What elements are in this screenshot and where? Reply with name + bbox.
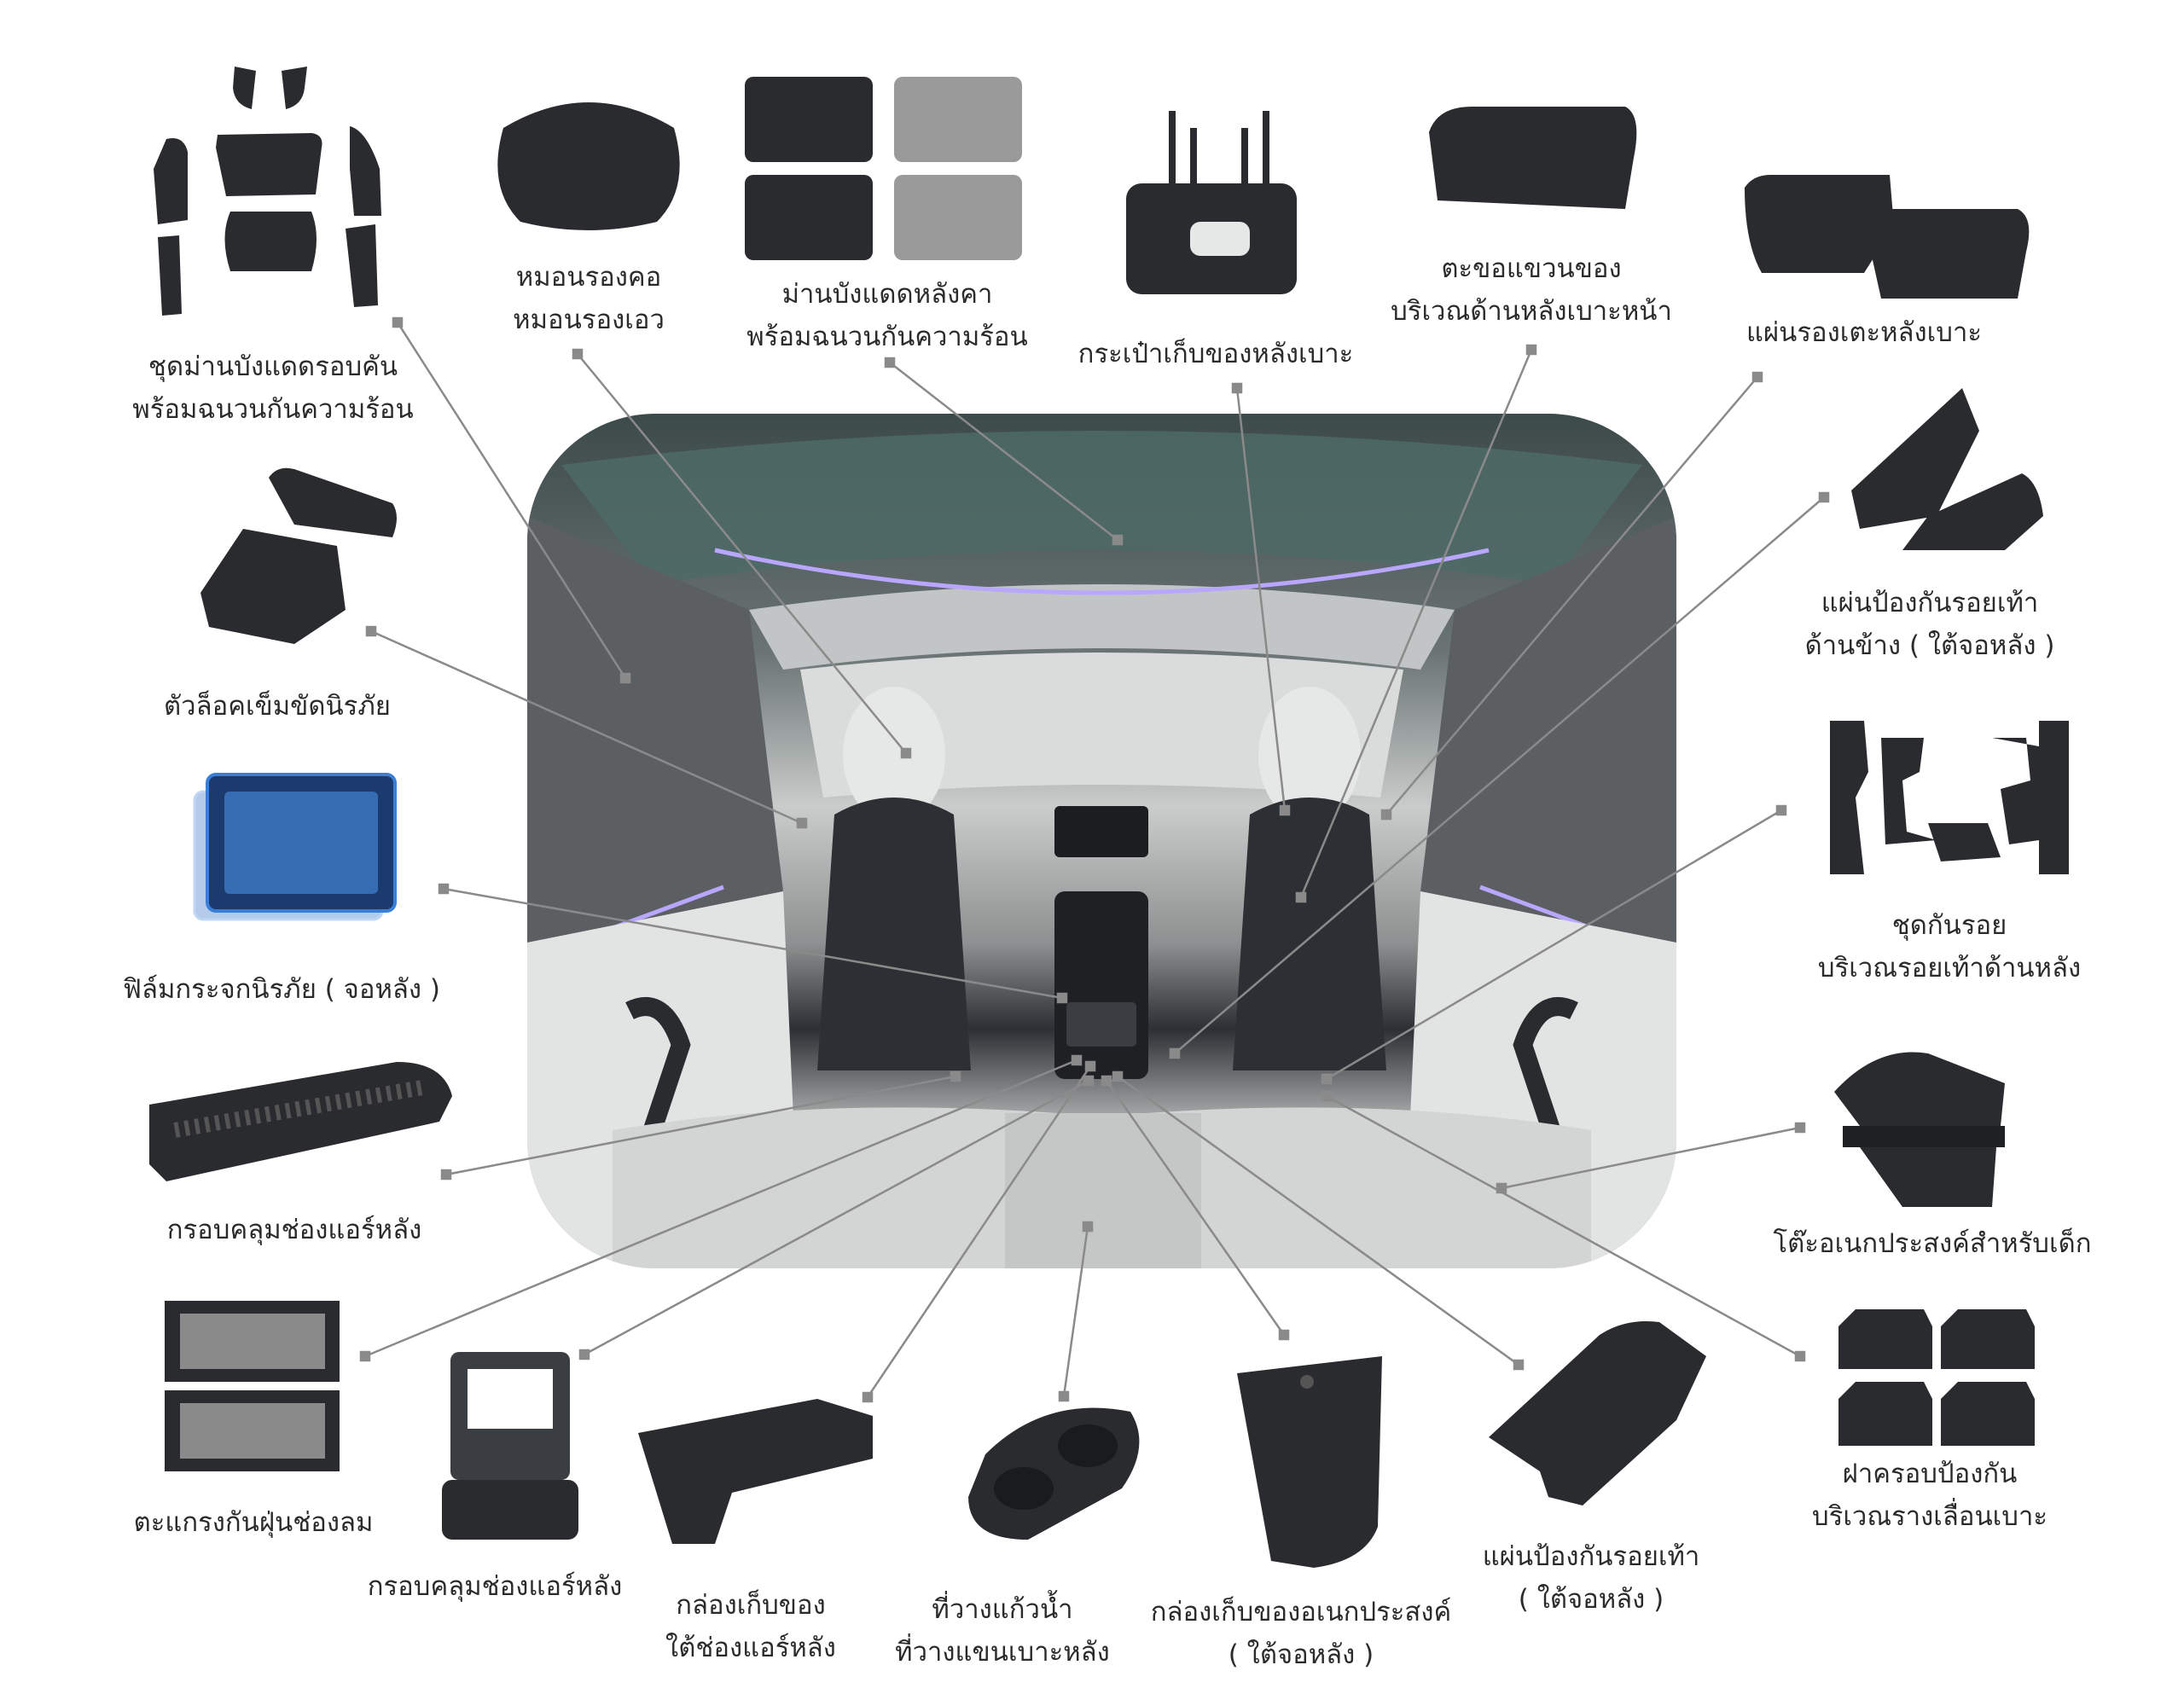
- label-under-screen-guard: แผ่นป้องกันรอยเท้า( ใต้จอหลัง ): [1482, 1541, 1700, 1615]
- label-vent-mesh: ตะแกรงกันฝุ่นช่องลม: [133, 1507, 374, 1538]
- car-interior-illustration: [527, 431, 1676, 1268]
- cup-holder-image: [968, 1407, 1140, 1540]
- label-seat-hooks: ตะขอแขวนของบริเวณด้านหลังเบาะหน้า: [1391, 253, 1672, 327]
- rear-vent-frame-image: [442, 1352, 578, 1540]
- label-roof-sunshade: ม่านบังแดดหลังคาพร้อมฉนวนกันความร้อน: [746, 279, 1028, 352]
- rail-cover-image: [1838, 1309, 2035, 1446]
- label-side-foot-guard: แผ่นป้องกันรอยเท้าด้านข้าง ( ใต้จอหลัง ): [1804, 588, 2055, 661]
- label-kid-table: โต๊ะอเนกประสงค์สำหรับเด็ก: [1773, 1228, 2092, 1259]
- under-screen-guard-image: [1489, 1321, 1706, 1505]
- label-pillows: หมอนรองคอหมอนรองเอว: [513, 262, 665, 335]
- vent-mesh-image: [165, 1301, 340, 1471]
- belt-lock-image: [200, 467, 397, 644]
- label-belt-lock: ตัวล็อคเข็มขัดนิรภัย: [164, 691, 391, 722]
- label-multi-purpose-box: กล่องเก็บของอเนกประสงค์( ใต้จอหลัง ): [1150, 1597, 1452, 1670]
- car-interior-photo: [527, 414, 1676, 1268]
- label-rear-vent-frame: กรอบคลุมช่องแอร์หลัง: [367, 1571, 623, 1602]
- label-rear-vent-cover: กรอบคลุมช่องแอร์หลัง: [166, 1215, 422, 1245]
- label-storage-box: กล่องเก็บของใต้ช่องแอร์หลัง: [665, 1590, 836, 1663]
- neck-pillow-image: [497, 102, 680, 230]
- seat-hooks-image: [1429, 107, 1637, 209]
- kick-pad-image: [1745, 175, 2030, 299]
- side-foot-guard-image: [1851, 388, 2043, 550]
- seat-back-bag-image: [1126, 111, 1297, 294]
- label-screen-glass-film: ฟิล์มกระจกนิรภัย ( จอหลัง ): [123, 974, 440, 1005]
- label-rear-floor-guard: ชุดกันรอยบริเวณรอยเท้าด้านหลัง: [1817, 910, 2082, 983]
- storage-box-image: [638, 1399, 873, 1544]
- screen-glass-film-image: [193, 773, 397, 921]
- label-cup-holder: ที่วางแก้วน้ำที่วางแขนเบาะหลัง: [895, 1594, 1110, 1668]
- label-rail-cover: ฝาครอบป้องกันบริเวณรางเลื่อนเบาะ: [1811, 1459, 2048, 1532]
- roof-sunshade-image: [745, 77, 1022, 260]
- kid-table-image: [1834, 1052, 2005, 1207]
- multi-purpose-box-image: [1237, 1356, 1382, 1568]
- label-sunshade-set: ชุดม่านบังแดดรอบคันพร้อมฉนวนกันความร้อน: [132, 351, 414, 425]
- label-seat-back-bag: กระเป๋าเก็บของหลังเบาะ: [1077, 339, 1354, 369]
- sunshade-set-image: [154, 67, 381, 316]
- rear-floor-guard-image: [1830, 721, 2069, 874]
- rear-vent-cover-image: [149, 1062, 452, 1181]
- label-kick-pad: แผ่นรองเตะหลังเบาะ: [1745, 317, 1983, 348]
